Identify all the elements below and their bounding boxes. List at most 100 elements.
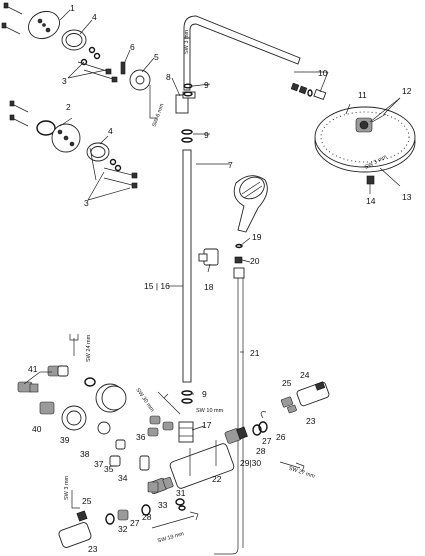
- cover-cap: [95, 383, 127, 413]
- tool-sw6: SW 6 mm: [152, 103, 166, 128]
- callout-12: 12: [402, 86, 412, 96]
- riser-o-ring: [183, 83, 193, 89]
- ring-31: [178, 505, 186, 511]
- tool-sw24: SW 24 mm: [86, 334, 92, 362]
- callout-7: 7: [228, 160, 233, 170]
- o-ring: [93, 52, 101, 60]
- rosette-39: [61, 405, 87, 431]
- screw-set-3-lower: [103, 167, 138, 189]
- connector-41: [17, 365, 69, 393]
- callout-28-left: 28: [142, 512, 152, 522]
- callout-22: 22: [212, 474, 222, 484]
- screw-upper-2: [1, 22, 21, 35]
- connector-40: [39, 401, 55, 415]
- callout-4-upper: 4: [92, 12, 97, 22]
- callout-21: 21: [250, 348, 260, 358]
- overhead-shower-head-13: [314, 106, 416, 173]
- cartridge-right: [224, 426, 248, 444]
- tool-sw19: SW 19 mm: [157, 531, 185, 544]
- riser-o-ring: [181, 129, 193, 135]
- screw-14: [366, 175, 375, 185]
- hex-key-sw3: [71, 490, 80, 509]
- callout-24: 24: [300, 370, 310, 380]
- screw-lower-2: [9, 114, 29, 127]
- callout-23-left: 23: [88, 544, 98, 554]
- callout-5: 5: [154, 52, 159, 62]
- callout-2: 2: [66, 102, 71, 112]
- tool-sw3-top: SW 3 mm: [184, 29, 190, 54]
- callout-34: 34: [118, 473, 128, 483]
- handle-23-left: [58, 522, 92, 548]
- wrench-sw30: [157, 391, 181, 415]
- o-ring: [88, 46, 96, 54]
- callout-41: 41: [28, 364, 38, 374]
- callout-35: 35: [104, 464, 114, 474]
- part-37: [115, 439, 126, 450]
- part-36: [149, 415, 161, 425]
- valve-parts-left-group: [17, 334, 181, 471]
- callout-27-right: 27: [262, 436, 272, 446]
- arm-connector-10: [290, 82, 327, 101]
- callout-31: 31: [176, 488, 186, 498]
- part-36: [162, 421, 174, 431]
- screw-upper-1: [3, 2, 23, 15]
- pin-6: [120, 61, 126, 75]
- callout-27-left: 27: [130, 518, 140, 528]
- callout-9-upper: 9: [204, 80, 209, 90]
- callout-15-16: 15 | 16: [144, 281, 170, 291]
- riser-o-ring: [181, 398, 193, 404]
- overhead-shower-group: [290, 82, 416, 185]
- ring-27: [258, 421, 268, 433]
- union-nut-17: [178, 421, 194, 443]
- callout-29-30: 29|30: [240, 458, 261, 468]
- callout-32: 32: [118, 524, 128, 534]
- callout-23-right: 23: [306, 416, 316, 426]
- tool-sw27: SW 27 mm: [288, 466, 316, 480]
- hand-shower-head: [233, 175, 268, 233]
- wall-plate-1: [28, 10, 60, 40]
- tool-sw10: SW 10 mm: [196, 408, 224, 414]
- callout-14: 14: [366, 196, 376, 206]
- thermostat-body-22: [169, 440, 235, 489]
- right-handle-group: [252, 381, 330, 473]
- leader-lines: [23, 9, 401, 431]
- handle-23-right: [296, 381, 330, 407]
- callout-37: 37: [94, 459, 104, 469]
- part-35: [109, 455, 121, 467]
- shower-holder-18: [198, 248, 219, 266]
- part-33: [147, 481, 159, 493]
- callout-8: 8: [166, 72, 171, 82]
- ball-joint-12: [355, 113, 387, 133]
- callout-33: 33: [158, 500, 168, 510]
- o-ring: [109, 158, 117, 166]
- shower-riser-assembly: [149, 15, 301, 443]
- callout-9-middle: 9: [204, 130, 209, 140]
- callout-4-lower: 4: [108, 126, 113, 136]
- callout-40: 40: [32, 424, 42, 434]
- callout-17: 17: [202, 420, 212, 430]
- riser-connector-8: [175, 91, 196, 114]
- callout-10: 10: [318, 68, 328, 78]
- callout-18: 18: [204, 282, 214, 292]
- callout-13: 13: [402, 192, 412, 202]
- wrench-sw19: [151, 511, 199, 529]
- bottom-left-handle-group: [58, 481, 199, 548]
- callout-28-right: 28: [256, 446, 266, 456]
- tool-sw3-bottom: SW 3 mm: [64, 475, 70, 500]
- part-34: [139, 455, 150, 471]
- callout-26: 26: [276, 432, 286, 442]
- callout-25-right: 25: [282, 378, 292, 388]
- riser-o-ring: [181, 390, 193, 396]
- shower-hose-21: [214, 275, 239, 555]
- callout-1: 1: [70, 3, 75, 13]
- wall-bracket-upper-group: [1, 2, 151, 91]
- wrench-sw24: [69, 334, 79, 356]
- hand-shower-group: [198, 175, 268, 555]
- riser-o-ring: [181, 137, 193, 143]
- spindle-25-left: [76, 510, 88, 522]
- wall-plate-2: [51, 123, 81, 153]
- ring-31: [175, 498, 185, 506]
- hose-nut: [233, 267, 245, 279]
- callout-9-lower: 9: [202, 389, 207, 399]
- riser-o-ring: [183, 91, 193, 97]
